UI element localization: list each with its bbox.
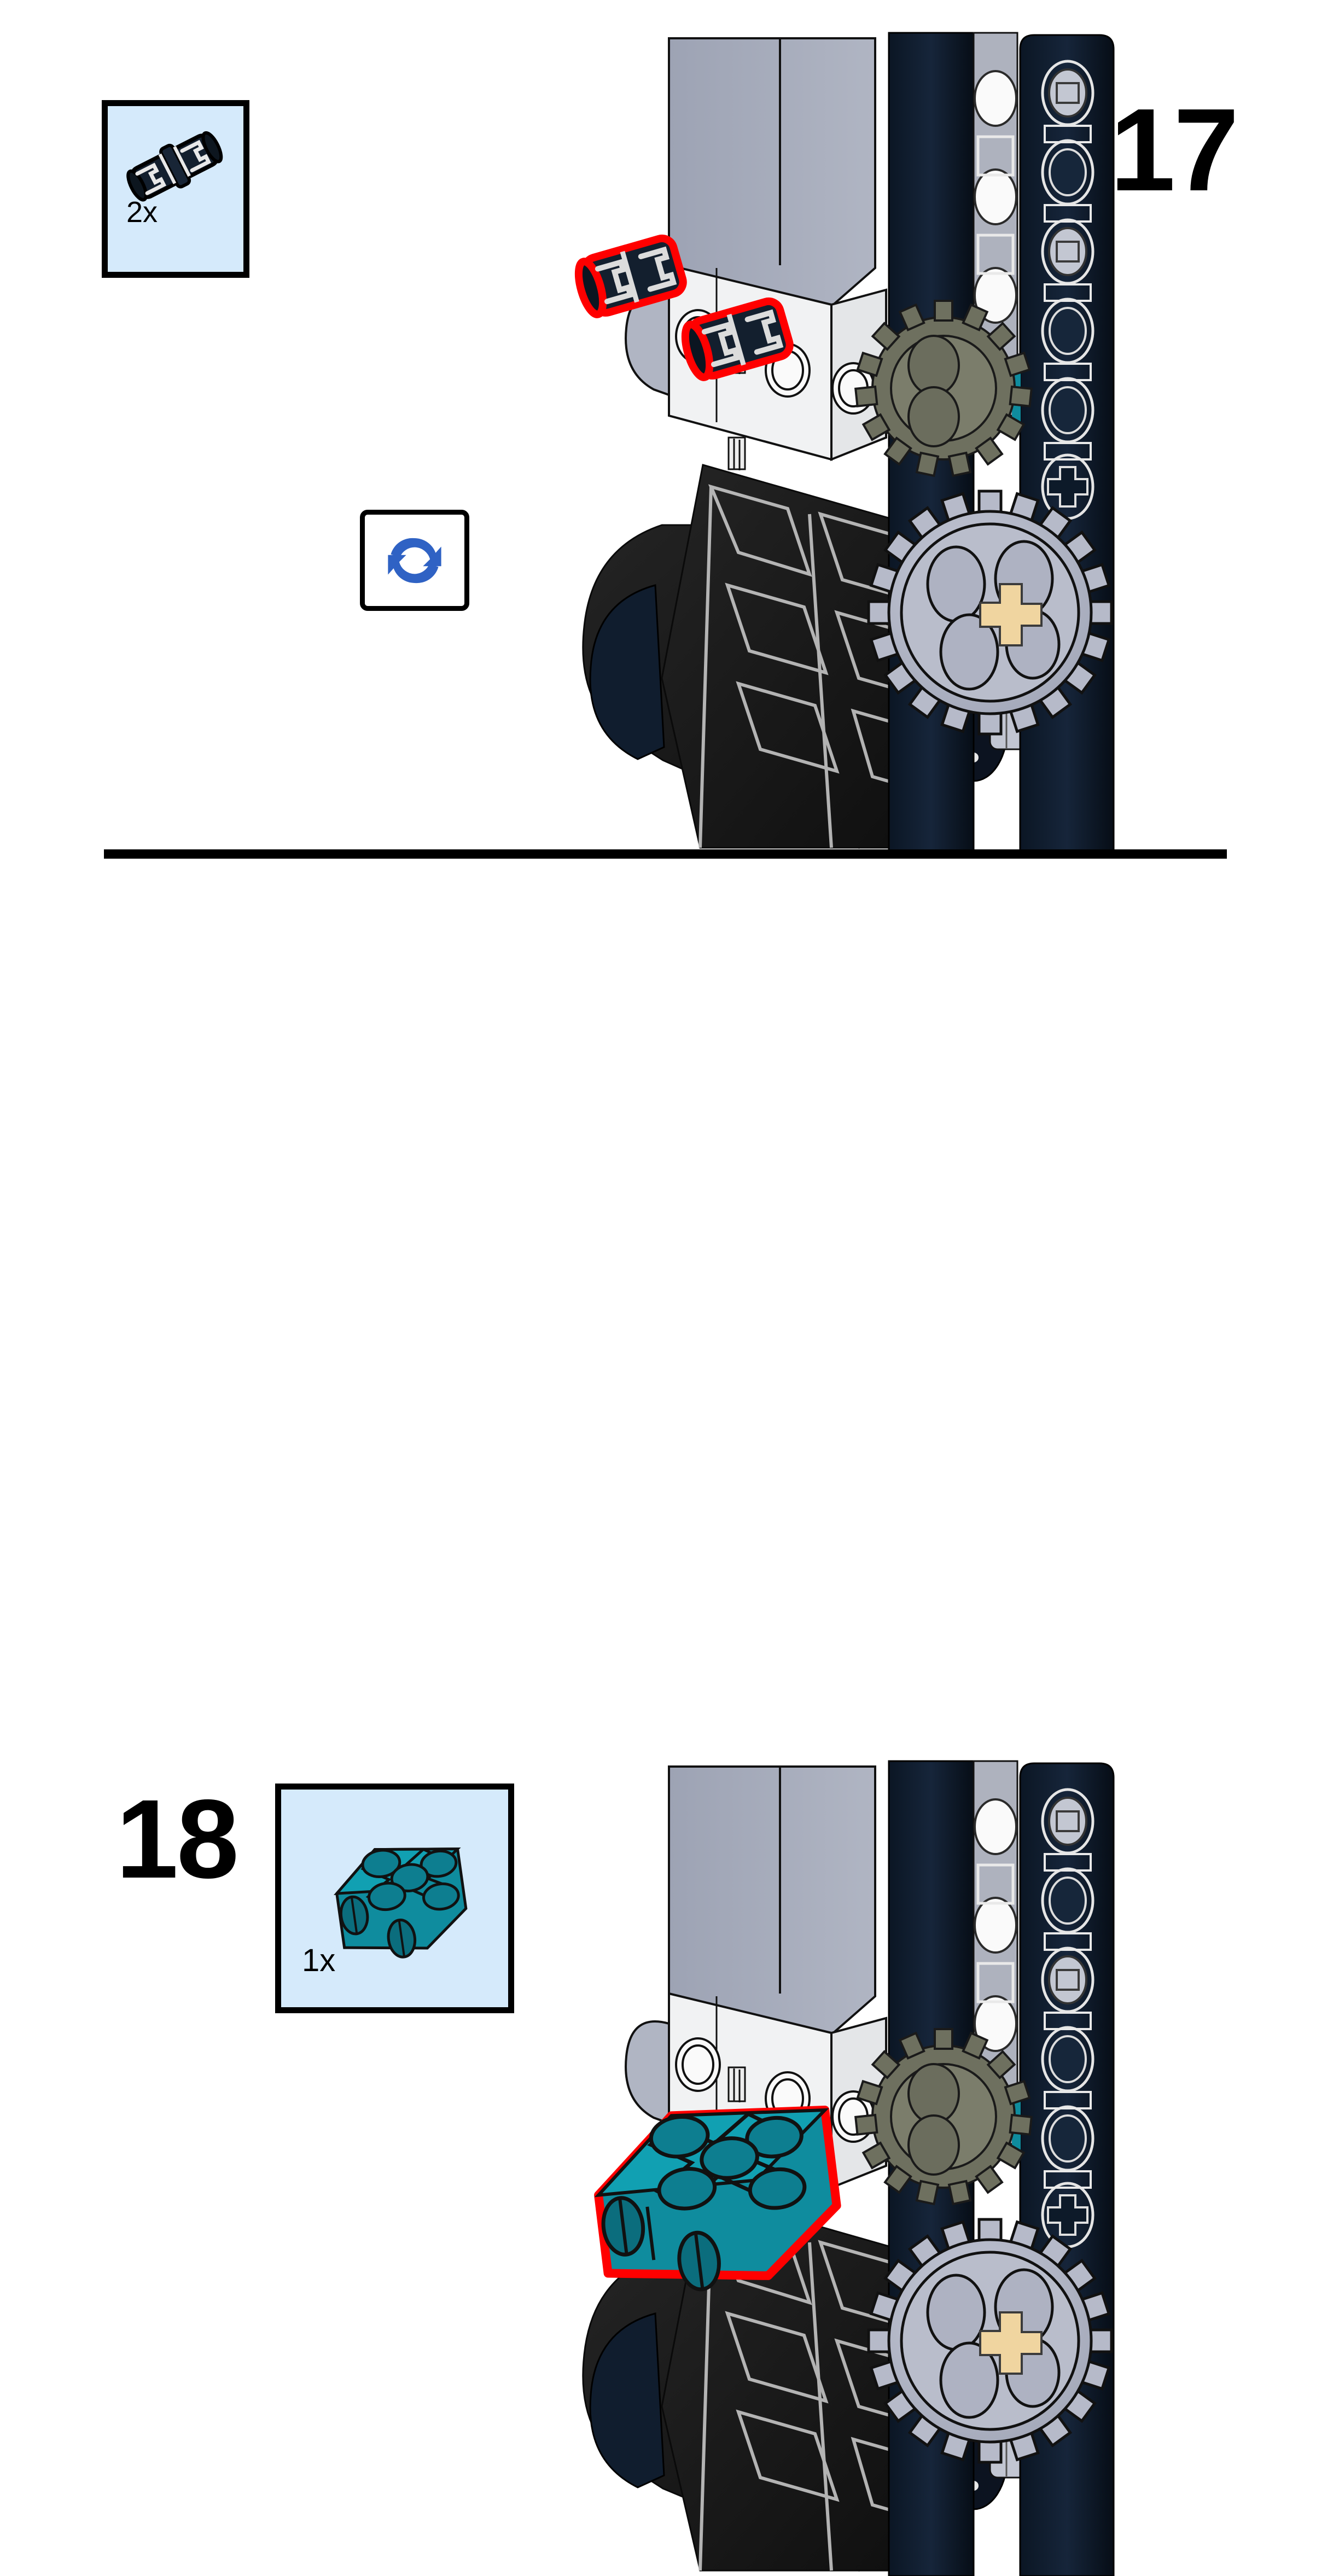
beam-hole — [1041, 1867, 1095, 1934]
step-divider-line — [104, 849, 1227, 859]
gray-panel — [668, 37, 876, 308]
highlighted-pin-connector-1 — [574, 234, 687, 318]
beam-hole — [1041, 139, 1095, 206]
parts-callout-box-18: 1x — [275, 1784, 514, 2013]
highlighted-pin-connector-2 — [681, 297, 794, 381]
beam-hole — [1041, 377, 1095, 444]
step-number-18: 18 — [116, 1776, 239, 1902]
assembly-illustration-18 — [481, 1760, 1127, 2576]
large-gray-gear — [867, 489, 1113, 736]
parts-callout-box-17: 2x — [102, 100, 249, 278]
beam-hole — [1041, 298, 1095, 364]
technic-pin-connector-icon — [115, 118, 236, 211]
part-quantity-label-17: 2x — [126, 196, 158, 229]
rotate-model-icon-box — [360, 510, 469, 611]
dark-gray-gear — [854, 2028, 1033, 2206]
beam-pin — [1041, 1788, 1095, 1855]
tan-cross-axle — [979, 583, 1043, 646]
beam-pin — [1041, 60, 1095, 126]
step-panel-17: 17 — [0, 0, 1339, 861]
beam-hole — [1041, 2026, 1095, 2093]
part-quantity-label-18: 1x — [302, 1943, 336, 1978]
dark-gray-gear — [854, 300, 1033, 477]
rotate-model-icon — [388, 538, 441, 583]
step-number-17: 17 — [1110, 84, 1239, 215]
beam-hole — [1041, 2105, 1095, 2172]
gray-panel — [668, 1765, 876, 2036]
beam-pin — [1041, 218, 1095, 285]
assembly-illustration-17 — [481, 32, 1127, 854]
step-panel-18: 18 — [0, 875, 1339, 2576]
navy-beam-right — [1019, 34, 1115, 854]
beam-pin — [1041, 1946, 1095, 2013]
